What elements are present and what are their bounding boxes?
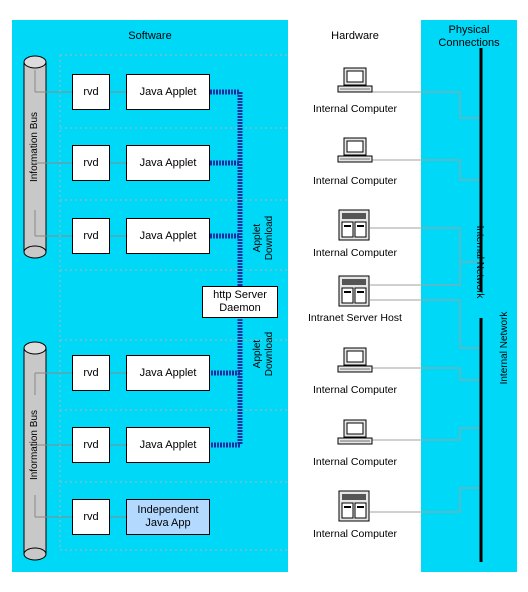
hardware-label-1: Internal Computer <box>312 103 398 115</box>
information-bus-top-label: Information Bus <box>29 111 40 183</box>
rvd-box-3: rvd <box>72 218 110 254</box>
hardware-label-4: Intranet Server Host <box>308 312 402 324</box>
java-applet-box-1: Java Applet <box>126 74 210 110</box>
applet-download-path <box>210 89 243 448</box>
java-applet-box-2: Java Applet <box>126 145 210 181</box>
information-bus-bottom-label: Information Bus <box>29 409 40 481</box>
java-applet-box-5: Java Applet <box>126 427 210 463</box>
independent-java-app-box: Independent Java App <box>126 499 210 535</box>
http-server-daemon-box: http Server Daemon <box>202 286 278 318</box>
java-applet-box-4: Java Applet <box>126 355 210 391</box>
rvd-box-1: rvd <box>72 74 110 110</box>
software-header: Software <box>128 30 172 42</box>
hardware-label-6: Internal Computer <box>312 456 398 468</box>
rvd-box-4: rvd <box>72 355 110 391</box>
physical-header-line2: Connections <box>438 37 500 49</box>
hardware-header: Hardware <box>331 30 379 42</box>
physical-header-line1: Physical <box>448 24 490 36</box>
http-server-line2: Daemon <box>219 302 261 314</box>
hardware-label-7: Internal Computer <box>312 528 398 540</box>
hardware-label-5: Internal Computer <box>312 384 398 396</box>
independent-app-line1: Independent <box>137 504 199 516</box>
internal-network-label-bottom: Internal Network <box>499 311 510 385</box>
rvd-box-5: rvd <box>72 427 110 463</box>
http-server-line1: http Server <box>213 289 267 301</box>
hardware-label-2: Internal Computer <box>312 175 398 187</box>
information-bus-top-shape <box>23 55 47 259</box>
information-bus-bottom-shape <box>23 341 47 561</box>
hardware-label-3: Internal Computer <box>312 247 398 259</box>
physical-connections-panel <box>421 20 517 572</box>
rvd-box-6: rvd <box>72 499 110 535</box>
independent-app-line2: Java App <box>145 517 191 529</box>
rvd-box-2: rvd <box>72 145 110 181</box>
internal-network-label-top: Internal Network <box>474 225 485 299</box>
java-applet-box-3: Java Applet <box>126 218 210 254</box>
